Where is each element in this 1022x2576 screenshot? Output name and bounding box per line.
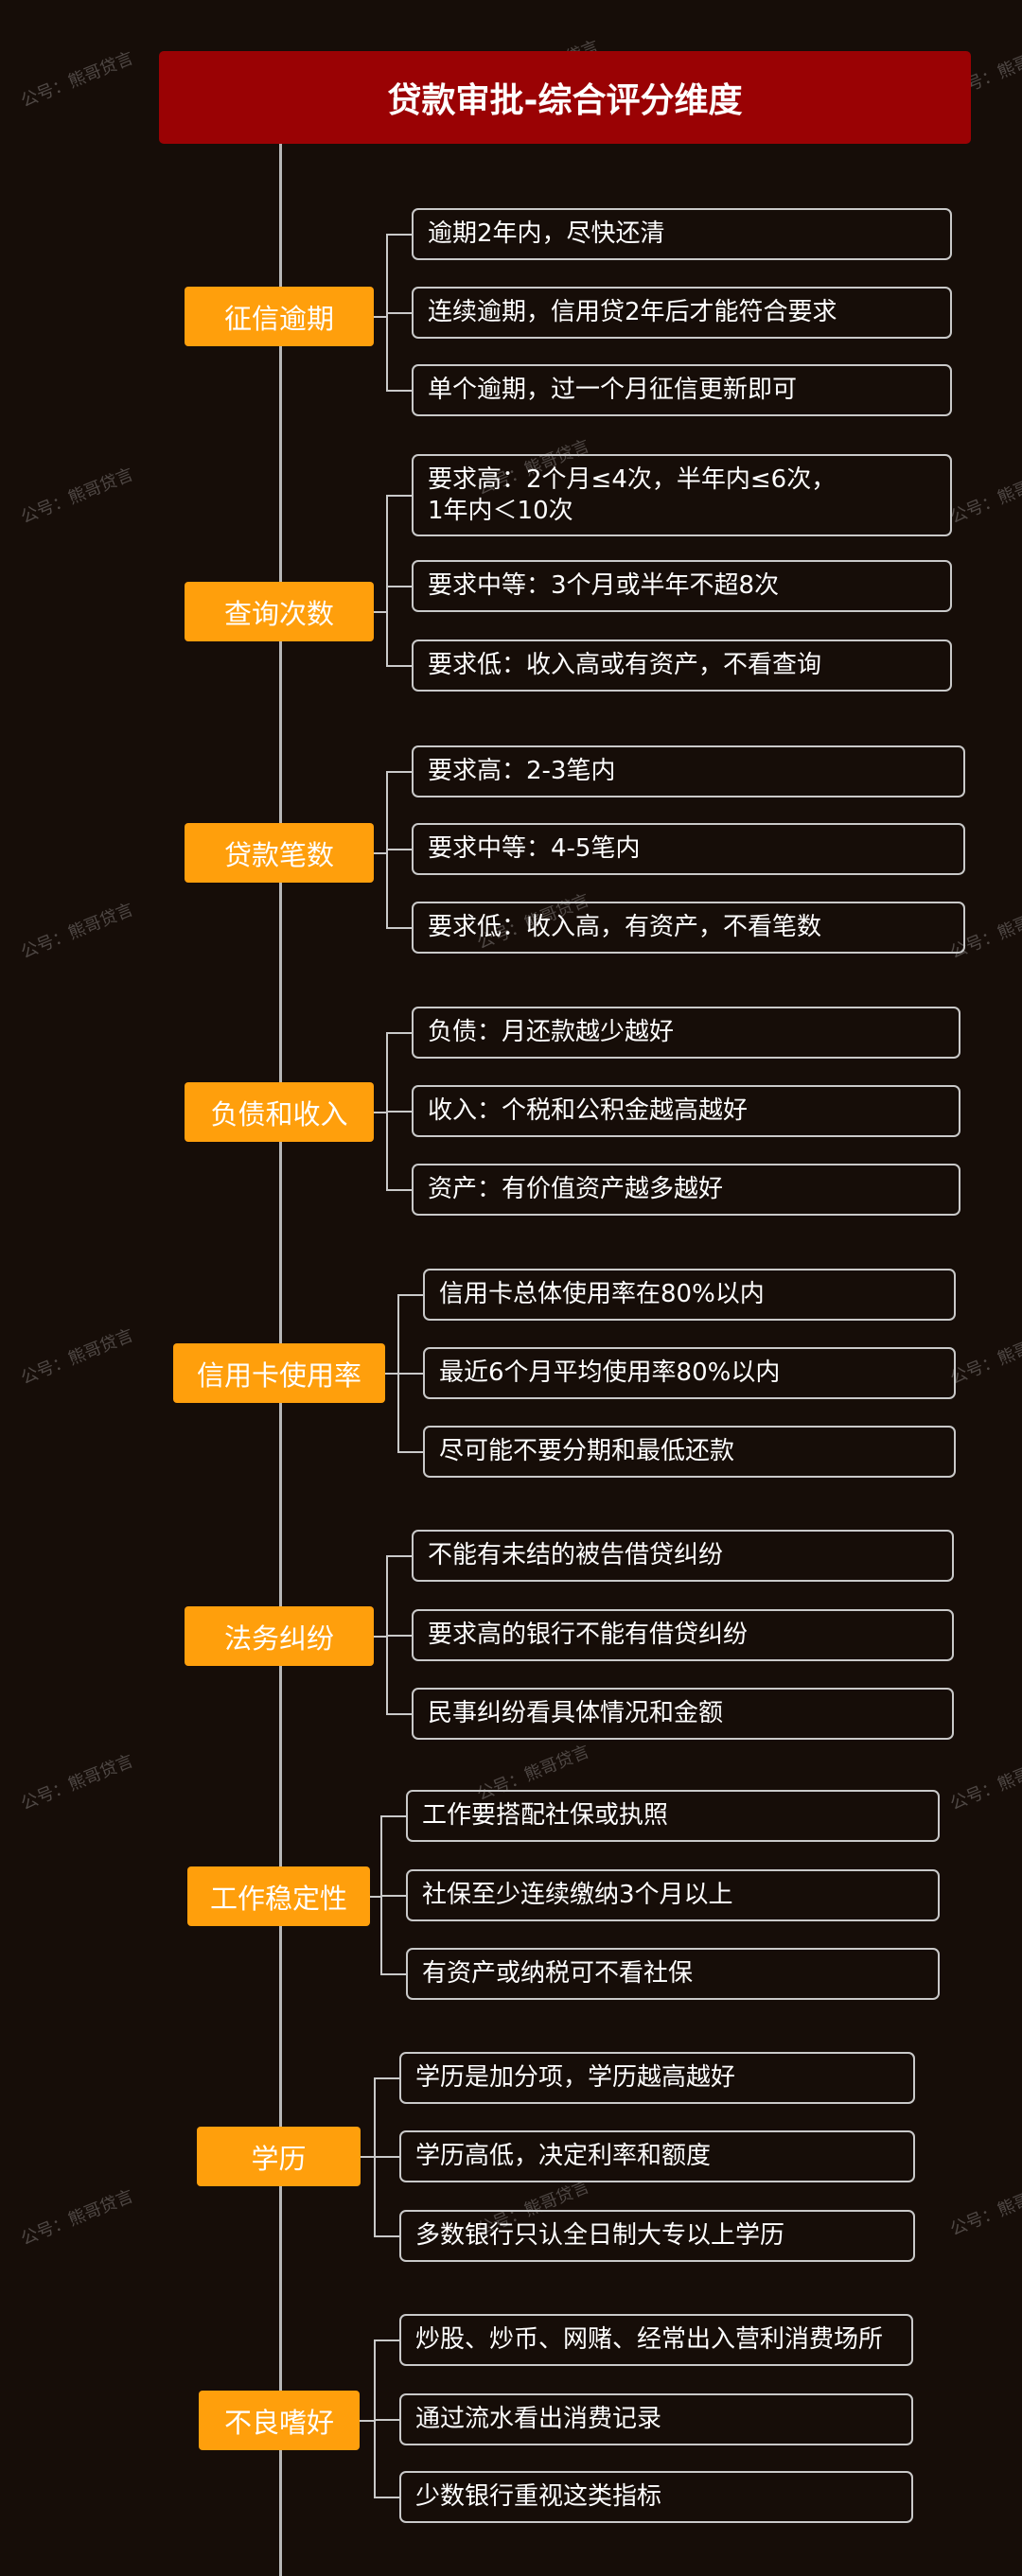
connector-line bbox=[374, 2496, 399, 2498]
connector-line bbox=[386, 311, 412, 314]
connector-line bbox=[397, 1293, 423, 1296]
watermark-text: 公号：熊哥贷言 bbox=[18, 2186, 136, 2250]
connector-line bbox=[374, 851, 386, 854]
connector-line bbox=[386, 926, 412, 929]
connector-line bbox=[380, 1894, 406, 1897]
connector-line bbox=[386, 1110, 412, 1113]
category-label: 征信逾期 bbox=[185, 287, 374, 346]
watermark-text: 公号：熊哥贷言 bbox=[947, 1751, 1022, 1814]
criterion-box: 学历高低，决定利率和额度 bbox=[399, 2130, 915, 2182]
connector-line bbox=[386, 494, 412, 497]
connector-line bbox=[374, 2234, 399, 2237]
connector-line bbox=[380, 1814, 406, 1817]
connector-line bbox=[374, 2418, 399, 2421]
connector-line bbox=[397, 1450, 423, 1453]
category-label: 贷款笔数 bbox=[185, 823, 374, 883]
watermark-text: 公号：熊哥贷言 bbox=[18, 48, 136, 112]
diagram-title: 贷款审批-综合评分维度 bbox=[159, 51, 971, 144]
connector-line bbox=[386, 664, 412, 667]
watermark-text: 公号：熊哥贷言 bbox=[18, 464, 136, 528]
criterion-box: 资产：有价值资产越多越好 bbox=[412, 1164, 960, 1216]
connector-line bbox=[374, 1111, 386, 1113]
criterion-box: 负债：月还款越少越好 bbox=[412, 1007, 960, 1059]
category-label: 信用卡使用率 bbox=[173, 1343, 385, 1403]
category-label: 学历 bbox=[197, 2127, 361, 2186]
criterion-box: 学历是加分项，学历越高越好 bbox=[399, 2052, 915, 2104]
connector-line bbox=[374, 315, 386, 318]
criterion-box: 工作要搭配社保或执照 bbox=[406, 1790, 940, 1842]
connector-line bbox=[386, 1712, 412, 1715]
criterion-box: 收入：个税和公积金越高越好 bbox=[412, 1085, 960, 1137]
criterion-box: 要求低：收入高，有资产，不看笔数 bbox=[412, 902, 965, 954]
criterion-box: 逾期2年内，尽快还清 bbox=[412, 208, 952, 260]
criterion-box: 多数银行只认全日制大专以上学历 bbox=[399, 2210, 915, 2262]
criterion-box: 要求中等：3个月或半年不超8次 bbox=[412, 560, 952, 612]
connector-line bbox=[374, 2339, 399, 2341]
connector-line bbox=[397, 1372, 423, 1375]
connector-line bbox=[386, 233, 412, 236]
connector-line bbox=[380, 1972, 406, 1975]
watermark-text: 公号：熊哥贷言 bbox=[18, 1325, 136, 1389]
criterion-box: 要求高：2个月≤4次，半年内≤6次， 1年内＜10次 bbox=[412, 454, 952, 536]
connector-line bbox=[386, 1188, 412, 1191]
connector-line bbox=[386, 770, 412, 773]
watermark-text: 公号：熊哥贷言 bbox=[18, 900, 136, 963]
category-label: 查询次数 bbox=[185, 582, 374, 641]
criterion-box: 不能有未结的被告借贷纠纷 bbox=[412, 1530, 954, 1582]
criterion-box: 连续逾期，信用贷2年后才能符合要求 bbox=[412, 287, 952, 339]
connector-line bbox=[386, 585, 412, 587]
criterion-box: 炒股、炒币、网赌、经常出入营利消费场所 bbox=[399, 2314, 913, 2366]
category-label: 工作稳定性 bbox=[187, 1866, 370, 1926]
criterion-box: 单个逾期，过一个月征信更新即可 bbox=[412, 364, 952, 416]
connector-line bbox=[386, 848, 412, 850]
criterion-box: 通过流水看出消费记录 bbox=[399, 2393, 913, 2445]
connector-line bbox=[386, 389, 412, 392]
branch-line bbox=[386, 495, 388, 666]
watermark-text: 公号：熊哥贷言 bbox=[947, 1325, 1022, 1389]
connector-line bbox=[370, 1895, 380, 1898]
criterion-box: 要求低：收入高或有资产，不看查询 bbox=[412, 640, 952, 692]
category-label: 负债和收入 bbox=[185, 1082, 374, 1142]
connector-line bbox=[374, 610, 386, 613]
criterion-box: 尽可能不要分期和最低还款 bbox=[423, 1426, 956, 1478]
connector-line bbox=[374, 1635, 386, 1638]
watermark-text: 公号：熊哥贷言 bbox=[18, 1751, 136, 1814]
criterion-box: 最近6个月平均使用率80%以内 bbox=[423, 1347, 956, 1399]
connector-line bbox=[360, 2419, 374, 2422]
connector-line bbox=[386, 1031, 412, 1034]
connector-line bbox=[386, 1554, 412, 1557]
criterion-box: 有资产或纳税可不看社保 bbox=[406, 1948, 940, 2000]
criterion-box: 社保至少连续缴纳3个月以上 bbox=[406, 1869, 940, 1921]
connector-line bbox=[385, 1372, 397, 1375]
criterion-box: 少数银行重视这类指标 bbox=[399, 2471, 913, 2523]
criterion-box: 要求高：2-3笔内 bbox=[412, 745, 965, 797]
criterion-box: 信用卡总体使用率在80%以内 bbox=[423, 1269, 956, 1321]
category-label: 法务纠纷 bbox=[185, 1606, 374, 1666]
criterion-box: 要求中等：4-5笔内 bbox=[412, 823, 965, 875]
category-label: 不良嗜好 bbox=[199, 2391, 360, 2450]
criterion-box: 要求高的银行不能有借贷纠纷 bbox=[412, 1609, 954, 1661]
connector-line bbox=[374, 2077, 399, 2079]
connector-line bbox=[386, 1634, 412, 1637]
connector-line bbox=[361, 2155, 374, 2158]
watermark-text: 公号：熊哥贷言 bbox=[947, 464, 1022, 528]
watermark-text: 公号：熊哥贷言 bbox=[947, 2177, 1022, 2240]
connector-line bbox=[374, 2155, 399, 2158]
criterion-box: 民事纠纷看具体情况和金额 bbox=[412, 1688, 954, 1740]
